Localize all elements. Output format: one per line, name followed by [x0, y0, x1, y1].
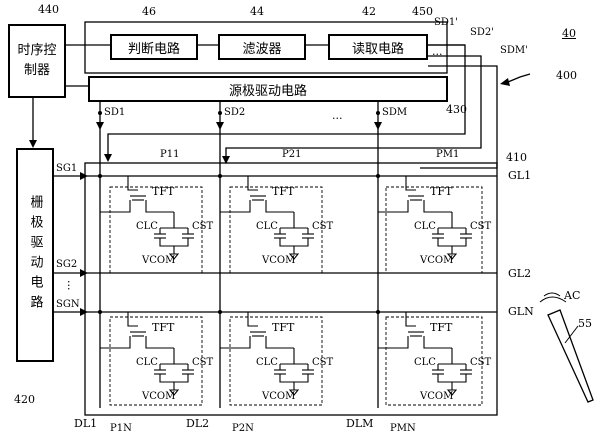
judge-circuit-label: 判断电路	[127, 41, 180, 57]
read-circuit-block: 读取电路	[328, 34, 428, 60]
ref-46: 46	[142, 5, 156, 18]
vcom-label: VCOM	[262, 391, 296, 402]
cst-label: CST	[192, 357, 214, 368]
ref-55: 55	[578, 317, 592, 330]
panel-frame	[84, 162, 498, 416]
source-ellipsis: ...	[332, 109, 343, 122]
cst-label: CST	[192, 221, 214, 232]
ac-label: AC	[564, 289, 581, 302]
data-line-1: DL1	[74, 417, 98, 430]
touch-pen	[539, 292, 594, 403]
ref-410: 410	[506, 151, 527, 164]
pixel-p1n: P1N	[110, 423, 132, 434]
tft-label: TFT	[152, 321, 175, 334]
feedback-ellipsis: ...	[432, 45, 443, 58]
ref-440: 440	[38, 3, 59, 16]
tft-label: TFT	[272, 185, 295, 198]
gate-line-1: GL1	[508, 169, 532, 182]
tft-label: TFT	[152, 185, 175, 198]
judge-circuit-block: 判断电路	[110, 34, 198, 60]
clc-label: CLC	[136, 357, 158, 368]
pixel-p21: P21	[282, 149, 302, 160]
signal-sg2: SG2	[56, 259, 78, 270]
ref-400: 400	[556, 69, 577, 82]
figure-number: 40	[562, 27, 576, 40]
junction-dots	[98, 111, 380, 314]
gate-driver-label: 栅极驱动电路	[27, 195, 43, 315]
pixel-p11: P11	[160, 149, 180, 160]
vcom-label: VCOM	[142, 391, 176, 402]
tft-label: TFT	[430, 185, 453, 198]
cst-label: CST	[470, 357, 492, 368]
clc-label: CLC	[256, 221, 278, 232]
vcom-label: VCOM	[142, 255, 176, 266]
pixel-cells	[109, 186, 483, 406]
cst-label: CST	[312, 221, 334, 232]
timing-controller-block: 时序控制器	[8, 24, 66, 98]
filter-block: 滤波器	[218, 34, 306, 60]
signal-sg1: SG1	[56, 163, 78, 174]
signal-sdm: SDM	[382, 107, 408, 118]
clc-label: CLC	[256, 357, 278, 368]
signal-sd1: SD1	[104, 107, 126, 118]
filter-label: 滤波器	[242, 41, 282, 57]
vcom-label: VCOM	[420, 255, 454, 266]
gate-driver-block: 栅极驱动电路	[16, 148, 54, 362]
ref-430: 430	[446, 103, 467, 116]
signal-sgn: SGN	[56, 299, 80, 310]
readout-frame	[84, 21, 448, 74]
signal-sd2-prime: SD2'	[470, 27, 494, 38]
cst-label: CST	[312, 357, 334, 368]
tft-label: TFT	[272, 321, 295, 334]
pixel-pm1: PM1	[436, 149, 460, 160]
clc-label: CLC	[414, 357, 436, 368]
data-line-m: DLM	[346, 417, 374, 430]
clc-label: CLC	[414, 221, 436, 232]
signal-sd1-prime: SD1'	[434, 17, 458, 28]
data-line-2: DL2	[186, 417, 210, 430]
vcom-label: VCOM	[262, 255, 296, 266]
source-driver-label: 源极驱动电路	[228, 83, 307, 99]
ref-42: 42	[362, 5, 376, 18]
read-circuit-label: 读取电路	[351, 41, 404, 57]
vcom-label: VCOM	[420, 391, 454, 402]
gate-line-2: GL2	[508, 267, 532, 280]
ref-450: 450	[412, 5, 433, 18]
cst-label: CST	[470, 221, 492, 232]
gate-line-n: GLN	[508, 305, 534, 318]
pixel-p2n: P2N	[232, 423, 254, 434]
ref-420: 420	[14, 393, 35, 406]
source-driver-block: 源极驱动电路	[88, 76, 448, 102]
clc-label: CLC	[136, 221, 158, 232]
timing-controller-label: 时序控制器	[17, 43, 57, 78]
row-ellipsis: ...	[65, 280, 78, 291]
signal-sd2: SD2	[224, 107, 246, 118]
pixel-pmn: PMN	[390, 423, 416, 434]
pixel-internals	[100, 176, 472, 396]
tft-label: TFT	[430, 321, 453, 334]
ref-44: 44	[250, 5, 264, 18]
signal-sdm-prime: SDM'	[500, 45, 528, 56]
